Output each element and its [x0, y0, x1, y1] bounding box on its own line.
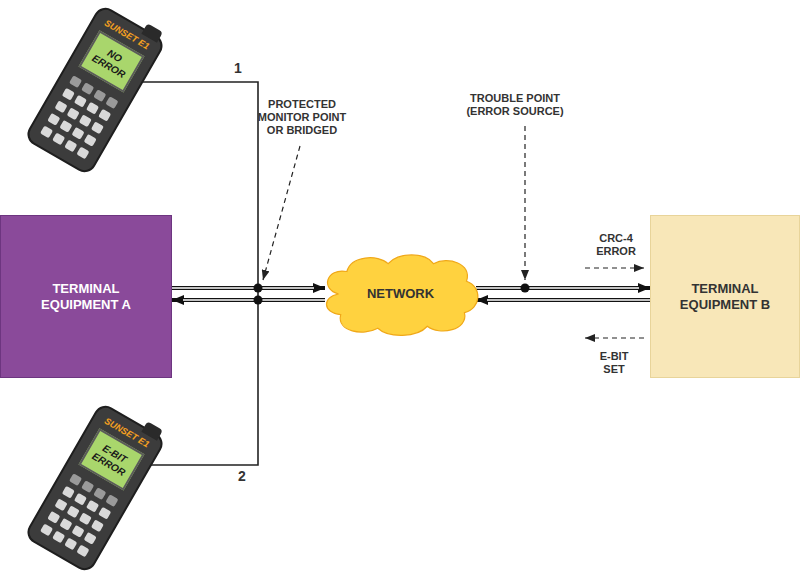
test-set: SUNSET E1NO ERROR [23, 3, 167, 176]
annotation-label: E-BIT SET [590, 350, 638, 376]
terminal-box: TERMINAL EQUIPMENT A [0, 215, 172, 378]
keypad-key [84, 532, 97, 545]
network-cloud: NETWORK [318, 250, 483, 338]
keypad-key [76, 146, 89, 159]
keypad-key [47, 511, 60, 524]
screen-message: NO ERROR [85, 39, 139, 84]
node-label: NETWORK [367, 286, 434, 302]
annotation-label: CRC-4 ERROR [588, 232, 644, 258]
keypad-key [91, 121, 104, 134]
screen-message: E-BIT ERROR [85, 437, 139, 482]
transmission-line [172, 300, 325, 301]
monitor-point-dot [254, 296, 263, 305]
keypad-key [64, 537, 77, 550]
keypad-key [62, 486, 75, 499]
keypad-key [98, 507, 111, 520]
keypad-key [105, 494, 118, 507]
keypad-key [91, 519, 104, 532]
keypad-key [40, 523, 53, 536]
signal-arrow [585, 267, 644, 268]
keypad-key [52, 530, 65, 543]
keypad-key [52, 132, 65, 145]
keypad-key [54, 100, 67, 113]
keypad-key [81, 480, 94, 493]
keypad-key [105, 96, 118, 109]
keypad-key [54, 498, 67, 511]
trouble-point-dot [521, 284, 530, 293]
callout-number: 1 [228, 62, 248, 75]
keypad-key [71, 127, 84, 140]
leader-arrow [263, 146, 300, 280]
keypad-key [74, 95, 87, 108]
callout-number: 2 [232, 470, 252, 483]
transmission-line [172, 288, 325, 289]
transmission-line [476, 300, 650, 301]
keypad-key [71, 525, 84, 538]
keypad-key [79, 512, 92, 525]
terminal-box: TERMINAL EQUIPMENT B [650, 215, 800, 378]
keypad [35, 73, 121, 167]
keypad-key [81, 82, 94, 95]
leader-arrow [524, 126, 525, 280]
keypad [35, 471, 121, 565]
transmission-line [476, 288, 650, 289]
keypad-key [64, 139, 77, 152]
keypad-key [69, 75, 82, 88]
keypad-key [47, 113, 60, 126]
keypad-key [62, 88, 75, 101]
keypad-key [93, 89, 106, 102]
keypad-key [98, 109, 111, 122]
keypad-key [93, 487, 106, 500]
node-label: TERMINAL EQUIPMENT A [26, 281, 146, 313]
keypad-key [67, 505, 80, 518]
keypad-key [67, 107, 80, 120]
keypad-key [59, 518, 72, 531]
keypad-key [84, 134, 97, 147]
keypad-key [74, 493, 87, 506]
keypad-key [86, 500, 99, 513]
monitor-point-dot [254, 284, 263, 293]
keypad-key [59, 120, 72, 133]
keypad-key [86, 102, 99, 115]
node-label: TERMINAL EQUIPMENT B [670, 281, 780, 313]
annotation-label: TROUBLE POINT (ERROR SOURCE) [460, 92, 570, 118]
annotation-label: PROTECTED MONITOR POINT OR BRIDGED [250, 98, 354, 137]
keypad-key [79, 114, 92, 127]
test-set: SUNSET E1E-BIT ERROR [23, 401, 167, 574]
signal-arrow [585, 337, 644, 338]
keypad-key [76, 544, 89, 557]
keypad-key [69, 473, 82, 486]
keypad-key [40, 125, 53, 138]
